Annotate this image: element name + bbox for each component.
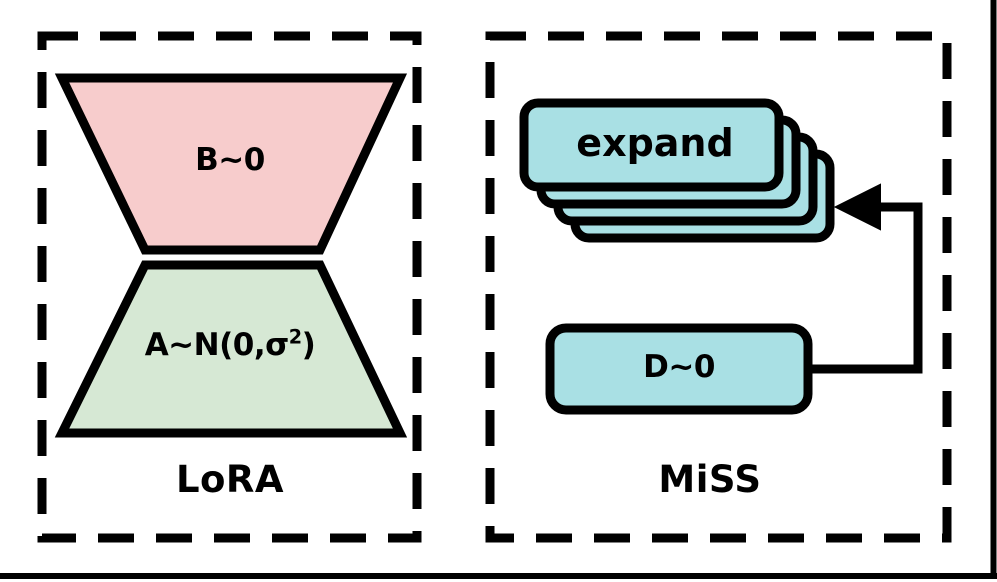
d-box-shape bbox=[545, 323, 813, 415]
b-trapezoid-shape bbox=[54, 73, 408, 255]
feedback-arrow-group bbox=[806, 183, 923, 374]
miss-group-box bbox=[485, 31, 952, 543]
lora-group-label: LoRA bbox=[175, 458, 285, 501]
feedback-arrow-line bbox=[806, 202, 923, 374]
a-trapezoid-shape bbox=[54, 260, 408, 438]
a-label-base: A~N(0,σ bbox=[144, 327, 290, 363]
expand-card-stack bbox=[519, 98, 835, 243]
miss-group-label: MiSS bbox=[658, 458, 762, 501]
b-trapezoid-label: B~0 bbox=[195, 142, 265, 178]
a-label-suffix: ) bbox=[301, 327, 316, 363]
lora-group-box bbox=[37, 31, 422, 543]
a-label-exponent: 2 bbox=[288, 325, 302, 349]
feedback-arrowhead-icon bbox=[833, 183, 881, 231]
d-box-label: D~0 bbox=[643, 349, 715, 385]
expand-card-label: expand bbox=[576, 121, 734, 165]
expand-card-1 bbox=[519, 98, 784, 192]
a-trapezoid-label: A~N(0,σ2) bbox=[60, 327, 400, 363]
